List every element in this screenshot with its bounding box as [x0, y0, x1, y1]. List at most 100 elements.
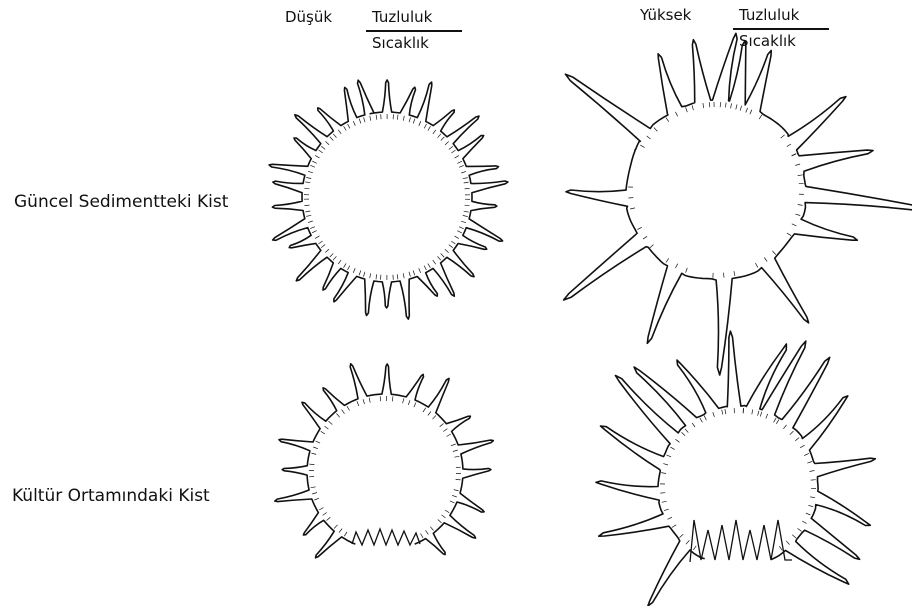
spine-base-hatch	[637, 227, 641, 229]
spine-base-hatch	[312, 231, 317, 233]
spine-base-hatch	[792, 224, 797, 226]
spine-base-hatch	[333, 256, 336, 260]
spine-base-hatch	[666, 118, 669, 122]
spine-base-hatch	[451, 150, 455, 153]
spine-base-hatch	[692, 105, 693, 110]
spine-base-hatch	[419, 121, 421, 126]
spine-base-hatch	[414, 403, 416, 408]
spine-base-hatch	[685, 429, 688, 433]
spine-base-hatch	[686, 540, 689, 544]
spine-base-hatch	[676, 439, 680, 442]
spine-base-hatch	[675, 112, 677, 116]
spine-base-hatch	[329, 421, 333, 424]
spine-base-hatch	[428, 412, 431, 416]
spine-base-hatch	[810, 471, 815, 472]
spine-base-hatch	[338, 130, 341, 134]
spine-base-hatch	[305, 211, 310, 212]
spine-base-hatch	[703, 103, 704, 108]
spine-base-hatch	[438, 256, 441, 260]
spine-base-hatch	[337, 414, 340, 418]
spine-base-hatch	[442, 515, 446, 518]
spine-base-hatch	[319, 241, 323, 244]
spine-base-hatch	[409, 117, 410, 122]
spine-base-hatch	[795, 164, 800, 166]
spine-base-hatch	[680, 534, 684, 537]
spine-base-hatch	[686, 107, 688, 112]
spine-base-hatch	[311, 487, 316, 488]
spine-base-hatch	[463, 215, 468, 216]
spine-base-hatch	[776, 420, 779, 424]
spine-base-hatch	[445, 249, 449, 252]
cyst-outline	[275, 364, 494, 558]
spine-base-hatch	[315, 236, 319, 239]
spine-base-hatch	[359, 271, 361, 276]
spine-base-hatch	[344, 263, 347, 267]
spine-base-hatch	[459, 227, 464, 229]
spine-base-hatch	[454, 490, 459, 491]
spine-base-hatch	[330, 137, 334, 141]
spine-base-hatch	[454, 456, 459, 457]
cyst-outline	[269, 80, 508, 319]
spine-base-hatch	[413, 271, 415, 276]
spine-base-hatch	[663, 464, 668, 465]
spine-base-hatch	[392, 396, 393, 401]
spine-base-hatch	[325, 141, 329, 144]
spine-base-hatch	[736, 105, 737, 110]
spine-base-hatch	[654, 128, 658, 132]
spine-base-hatch	[397, 274, 398, 279]
spine-base-hatch	[321, 146, 325, 149]
spine-base-hatch	[798, 205, 803, 206]
spine-base-hatch	[433, 130, 436, 134]
spine-base-hatch	[334, 525, 337, 529]
spine-base-hatch	[647, 136, 651, 139]
spine-base-hatch	[408, 400, 410, 405]
spine-base-hatch	[692, 423, 695, 427]
spine-base-hatch	[445, 142, 449, 145]
spine-base-hatch	[339, 529, 342, 533]
spine-base-hatch	[364, 272, 365, 277]
spine-base-hatch	[664, 509, 669, 511]
spine-base-hatch	[808, 505, 813, 506]
spine-base-hatch	[459, 165, 464, 167]
spine-base-hatch	[357, 401, 359, 406]
spine-base-hatch	[650, 245, 654, 248]
spine-base-hatch	[457, 161, 462, 163]
spine-base-hatch	[792, 535, 796, 538]
cyst-outline	[596, 331, 875, 606]
spine-base-hatch	[370, 116, 371, 121]
spine-base-hatch	[308, 171, 313, 173]
spine-base-hatch	[787, 144, 791, 147]
spine-base-hatch	[724, 273, 725, 278]
spine-base-hatch	[319, 150, 323, 153]
spine-base-hatch	[700, 418, 703, 422]
spine-base-hatch	[441, 254, 445, 258]
spine-base-hatch	[443, 429, 447, 432]
cyst-recent-sediment-high-salinity	[564, 33, 912, 375]
spine-base-hatch	[455, 236, 459, 239]
spine-base-hatch	[760, 412, 762, 417]
spine-base-hatch	[630, 208, 635, 209]
spine-base-hatch	[806, 513, 811, 515]
spine-base-hatch	[363, 399, 365, 404]
spine-base-hatch	[740, 106, 742, 111]
spine-base-hatch	[465, 205, 470, 206]
spine-base-hatch	[464, 211, 469, 212]
spine-base-hatch	[304, 205, 309, 206]
spine-base-hatch	[438, 520, 442, 523]
spine-base-hatch	[758, 411, 759, 416]
spine-base-hatch	[672, 525, 676, 528]
spine-base-hatch	[783, 425, 786, 429]
spine-base-hatch	[409, 272, 410, 277]
spine-base-hatch	[333, 134, 336, 138]
spine-base-hatch	[693, 546, 696, 550]
archeopyle-flap	[690, 520, 792, 562]
archeopyle-flap	[352, 529, 420, 545]
spine-base-hatch	[403, 116, 404, 121]
cyst-culture-high-salinity	[596, 331, 875, 606]
spine-base-hatch	[438, 134, 441, 138]
spine-base-hatch	[682, 432, 686, 436]
spine-base-hatch	[426, 530, 429, 534]
spine-base-hatch	[451, 241, 455, 244]
spine-base-hatch	[397, 115, 398, 120]
